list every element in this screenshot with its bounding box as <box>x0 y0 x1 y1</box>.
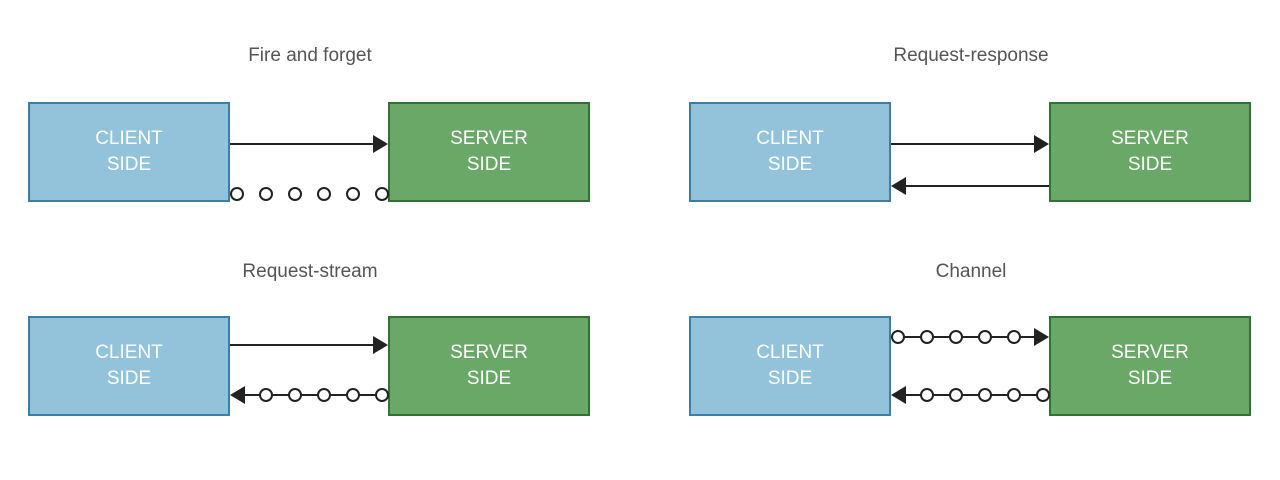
server-label-line2: SIDE <box>466 154 512 175</box>
server-label-line1: SERVER <box>450 128 528 149</box>
connectors <box>230 135 389 201</box>
inbound-arrow-head <box>891 386 906 404</box>
client-label-line1: CLIENT <box>756 128 824 149</box>
server-label-line2: SIDE <box>466 368 512 389</box>
request-arrow-head <box>1034 135 1049 153</box>
connectors <box>891 328 1050 404</box>
response-arrow-head <box>891 177 906 195</box>
inbound-stream-dots <box>920 388 1050 402</box>
client-label-line2: SIDE <box>767 154 813 175</box>
client-label-line2: SIDE <box>106 154 152 175</box>
server-label-line2: SIDE <box>1127 368 1173 389</box>
request-arrow-head <box>373 336 388 354</box>
request-arrow-head <box>373 135 388 153</box>
client-label-line1: CLIENT <box>95 342 163 363</box>
client-label-line1: CLIENT <box>95 128 163 149</box>
panel-channel: Channel CLIENT SIDE SERVER SIDE <box>689 260 1253 480</box>
server-side-box: SERVER SIDE <box>1049 316 1251 416</box>
stream-dots <box>259 388 389 402</box>
server-label-line1: SERVER <box>1111 128 1189 149</box>
panel-request-stream: Request-stream CLIENT SIDE SERVER SIDE <box>28 260 592 480</box>
client-side-box: CLIENT SIDE <box>689 102 891 202</box>
panel-title: Request-stream <box>242 261 378 282</box>
panel-request-response: Request-response CLIENT SIDE SERVER SIDE <box>689 44 1253 264</box>
outbound-arrow-head <box>1034 328 1049 346</box>
client-label-line2: SIDE <box>106 368 152 389</box>
server-label-line1: SERVER <box>450 342 528 363</box>
panel-fire-and-forget: Fire and forget CLIENT SIDE SERVER SIDE <box>28 44 592 264</box>
client-label-line1: CLIENT <box>756 342 824 363</box>
client-side-box: CLIENT SIDE <box>28 316 230 416</box>
panel-title: Fire and forget <box>248 45 372 66</box>
server-label-line1: SERVER <box>1111 342 1189 363</box>
outbound-stream-dots <box>891 330 1021 344</box>
panel-title: Channel <box>935 261 1007 282</box>
server-label-line2: SIDE <box>1127 154 1173 175</box>
connectors <box>891 135 1049 195</box>
server-side-box: SERVER SIDE <box>388 102 590 202</box>
panel-title: Request-response <box>893 45 1049 66</box>
stream-dots <box>230 187 389 201</box>
stream-arrow-head <box>230 386 245 404</box>
client-label-line2: SIDE <box>767 368 813 389</box>
server-side-box: SERVER SIDE <box>388 316 590 416</box>
client-side-box: CLIENT SIDE <box>28 102 230 202</box>
client-side-box: CLIENT SIDE <box>689 316 891 416</box>
connectors <box>230 336 389 404</box>
server-side-box: SERVER SIDE <box>1049 102 1251 202</box>
